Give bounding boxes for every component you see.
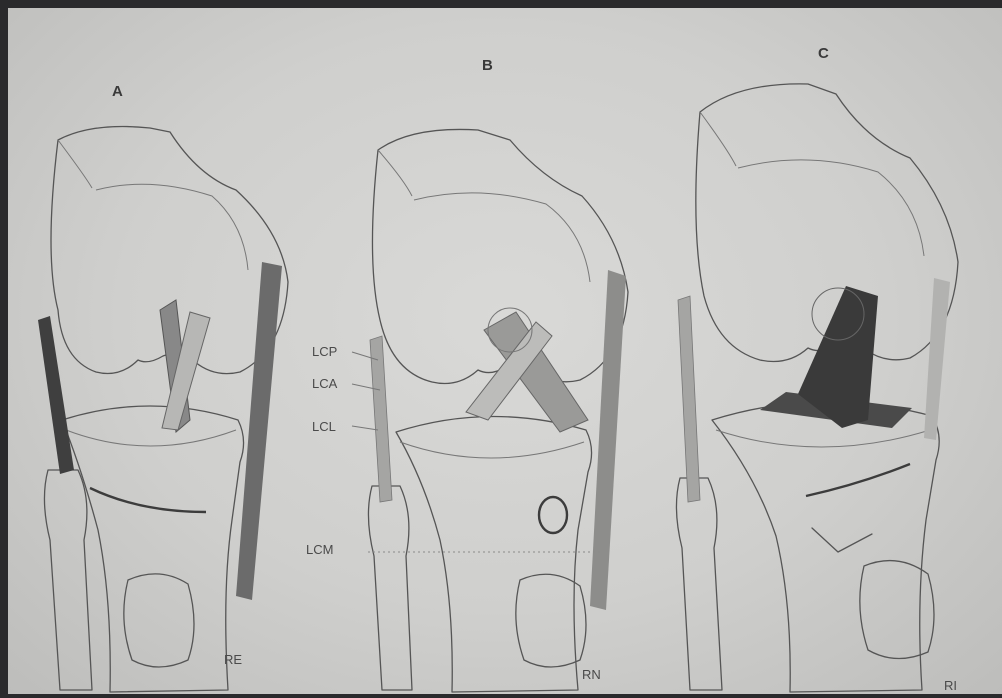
panel-c: C RI <box>676 45 958 693</box>
panel-a-lateral-ligament <box>38 316 74 474</box>
panel-c-fibula <box>676 478 722 690</box>
panel-b-signature: RN <box>582 667 601 682</box>
panel-a-signature: RE <box>224 652 242 667</box>
panel-b: B LCP LCA LCL LCM RN <box>306 57 628 692</box>
panel-b-neutral-marker <box>539 497 567 533</box>
panel-a: A RE <box>38 83 288 692</box>
panel-b-letter: B <box>482 57 493 74</box>
panel-b-medial-ligament <box>590 270 626 610</box>
panel-b-fibula <box>368 486 412 690</box>
panel-c-femur <box>696 84 958 362</box>
panel-a-letter: A <box>112 83 123 100</box>
panel-a-rotation-arrow <box>90 488 206 512</box>
panel-c-patella <box>860 561 934 659</box>
panel-c-tibia <box>712 402 939 692</box>
label-lca: LCA <box>312 376 338 391</box>
panel-a-medial-ligament <box>236 262 282 600</box>
panel-c-lateral-ligament <box>678 296 700 502</box>
label-lcm: LCM <box>306 542 333 557</box>
panel-c-medial-ligament <box>924 278 950 440</box>
panel-c-signature: RI <box>944 678 957 693</box>
label-lcl: LCL <box>312 419 336 434</box>
panel-c-letter: C <box>818 45 829 62</box>
panel-c-rotation-arrow <box>806 464 910 496</box>
panel-a-patella <box>124 574 194 667</box>
panel-a-fibula <box>44 470 92 690</box>
label-lcp: LCP <box>312 344 337 359</box>
panel-b-lateral-ligament <box>370 336 392 502</box>
